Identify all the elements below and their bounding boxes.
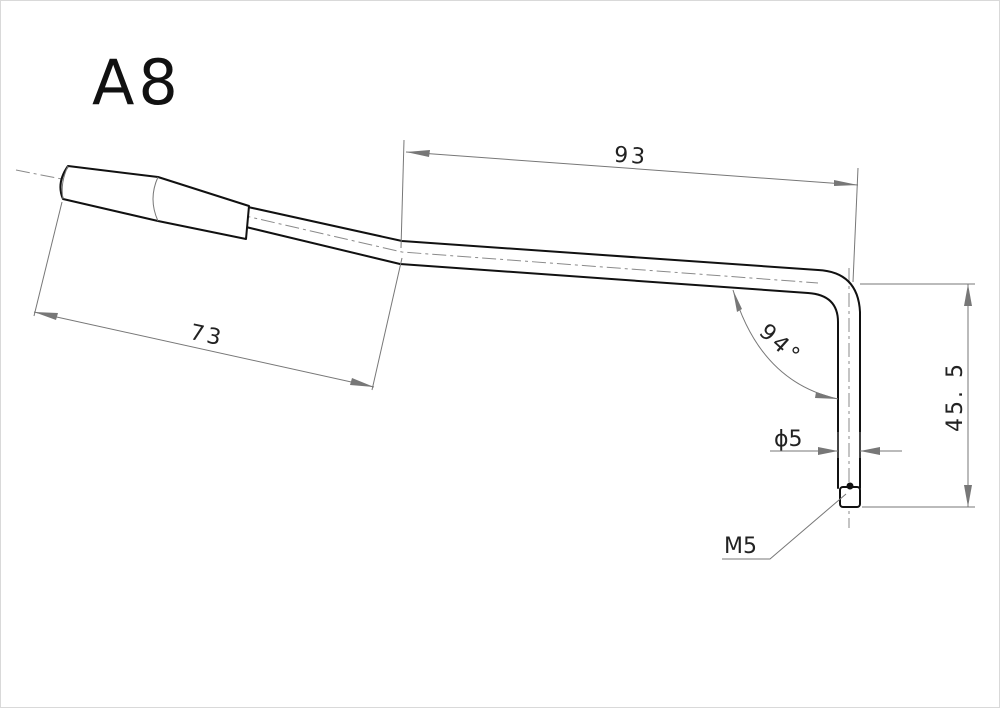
arrow-dia-right: [860, 447, 880, 455]
rod-inner-edge: [245, 226, 839, 489]
drawing-title: A8: [92, 46, 182, 119]
leader-line-thread: [722, 493, 847, 560]
dimension-height: 45. 5: [860, 283, 975, 508]
rod-outer-edge: [247, 206, 861, 489]
dimension-93: 93: [400, 139, 859, 283]
ext-line-73-left: [33, 201, 63, 317]
arrow-height-bottom: [964, 485, 972, 507]
dimension-thread: M5: [722, 493, 847, 560]
arrow-angle-top: [733, 290, 742, 312]
arrow-73-left: [34, 312, 58, 320]
grip-handle: [59, 165, 250, 240]
rod-centerline: [15, 169, 819, 284]
dim-text-93: 93: [613, 143, 649, 170]
ext-line-93-left: [400, 139, 405, 249]
tremolo-arm: [59, 165, 861, 508]
dim-line-93: [405, 151, 859, 186]
arrow-angle-bottom: [815, 392, 838, 399]
arrow-height-top: [964, 284, 972, 306]
dimension-diameter: ϕ5: [770, 427, 902, 458]
arrow-93-left: [406, 150, 430, 157]
tip-marker-dot: [846, 482, 854, 490]
grip-taper-line: [152, 176, 159, 222]
ext-line-73-right: [371, 257, 403, 391]
ext-line-93-right: [852, 167, 859, 283]
grip-end-cap: [61, 165, 69, 200]
arrow-dia-left: [818, 447, 838, 455]
arrow-93-right: [834, 180, 858, 186]
dim-text-thread: M5: [724, 534, 757, 559]
centerlines: [15, 169, 850, 528]
dim-line-73: [33, 311, 375, 388]
arrow-73-right: [350, 378, 374, 387]
dim-text-height: 45. 5: [943, 361, 968, 432]
dim-text-diameter: ϕ5: [774, 427, 803, 452]
dimension-73: 73: [33, 201, 403, 391]
